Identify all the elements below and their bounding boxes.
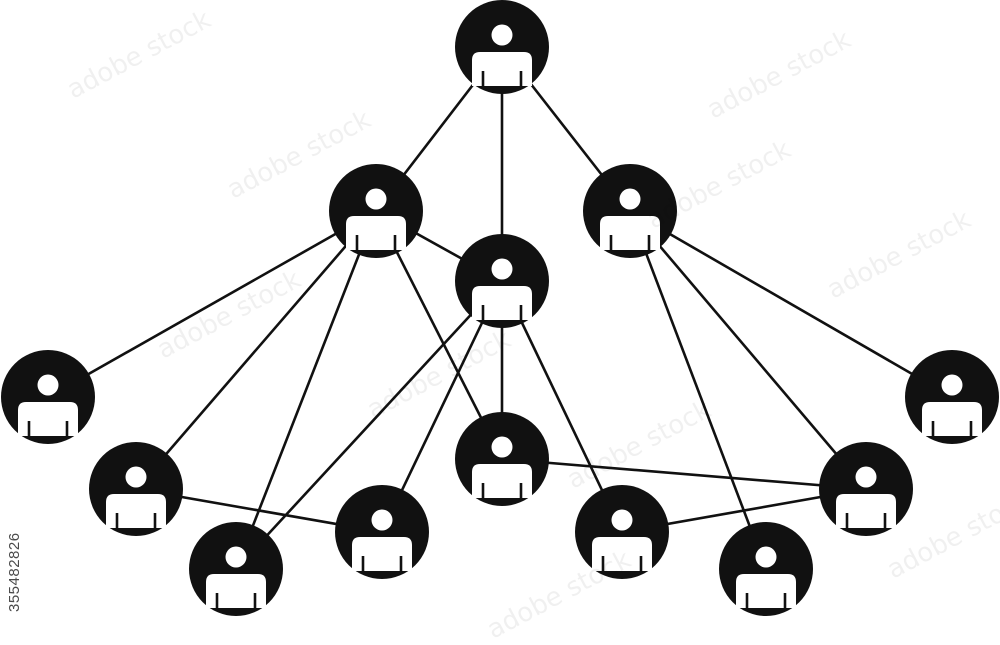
edge-n3-n11	[629, 210, 867, 490]
person-node-n5	[89, 442, 183, 536]
person-node-n6	[189, 522, 283, 616]
person-icon	[346, 188, 406, 251]
person-icon	[472, 436, 532, 499]
person-icon	[600, 188, 660, 251]
person-node-n0	[455, 0, 549, 94]
person-icon	[592, 509, 652, 572]
edge-n3-n10	[629, 209, 953, 399]
edge-n1-n5	[135, 210, 377, 490]
person-node-n7	[335, 485, 429, 579]
person-node-n2	[455, 234, 549, 328]
person-node-n3	[583, 164, 677, 258]
person-icon	[472, 24, 532, 87]
people-network-diagram	[1, 0, 999, 616]
person-icon	[18, 374, 78, 437]
person-icon	[352, 509, 412, 572]
person-icon	[106, 466, 166, 529]
edge-n8-n11	[501, 457, 867, 491]
person-node-n1	[329, 164, 423, 258]
person-node-n12	[719, 522, 813, 616]
person-node-n10	[905, 350, 999, 444]
person-icon	[922, 374, 982, 437]
person-icon	[472, 258, 532, 321]
nodes-group	[1, 0, 999, 616]
watermark-id: 355482826	[6, 532, 23, 612]
person-icon	[836, 466, 896, 529]
person-icon	[736, 546, 796, 609]
person-node-n11	[819, 442, 913, 536]
edge-n2-n6	[235, 280, 503, 570]
person-node-n8	[455, 412, 549, 506]
edge-n1-n4	[47, 209, 377, 399]
person-icon	[206, 546, 266, 609]
person-node-n4	[1, 350, 95, 444]
person-node-n9	[575, 485, 669, 579]
